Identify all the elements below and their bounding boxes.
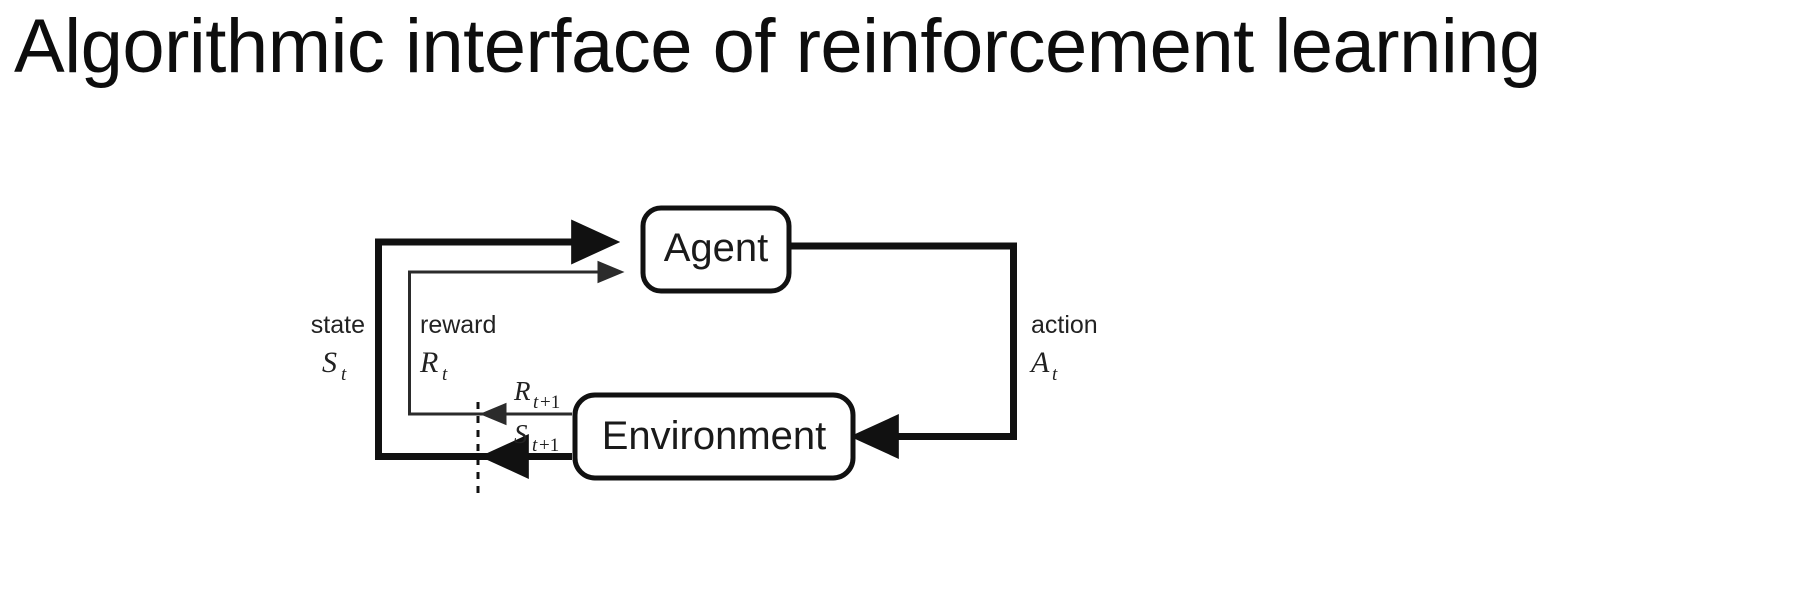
page-title: Algorithmic interface of reinforcement l… — [14, 4, 1541, 89]
state-label: state — [311, 311, 365, 339]
reward-next-subscript-num: +1 — [540, 392, 560, 413]
state-symbol-base: S — [322, 346, 337, 379]
reward-next-symbol: R t +1 — [513, 376, 560, 413]
environment-node[interactable]: Environment — [572, 392, 856, 481]
environment-label: Environment — [602, 414, 827, 458]
reward-symbol-subscript: t — [442, 364, 448, 385]
state-symbol-subscript: t — [341, 364, 347, 385]
agent-node[interactable]: Agent — [640, 205, 792, 294]
agent-environment-diagram: Agent Environment — [311, 205, 1098, 495]
action-label: action — [1031, 311, 1098, 339]
state-next-symbol: S t +1 — [514, 419, 559, 456]
environment-box[interactable] — [572, 392, 856, 481]
reward-next-subscript-var: t — [533, 392, 539, 413]
action-edge — [789, 242, 1017, 459]
state-next-base: S — [514, 419, 528, 449]
state-next-subscript-var: t — [532, 435, 538, 456]
reward-symbol: R t — [419, 346, 448, 385]
rl-diagram-container: Agent Environment — [0, 150, 1820, 550]
reward-symbol-base: R — [419, 346, 438, 379]
state-symbol: S t — [322, 346, 347, 385]
reward-label: reward — [420, 311, 496, 339]
reward-next-base: R — [513, 376, 531, 406]
agent-label: Agent — [664, 226, 769, 270]
action-symbol: A t — [1029, 346, 1058, 385]
state-next-subscript-num: +1 — [539, 435, 559, 456]
action-symbol-base: A — [1029, 346, 1050, 379]
action-symbol-subscript: t — [1052, 364, 1058, 385]
